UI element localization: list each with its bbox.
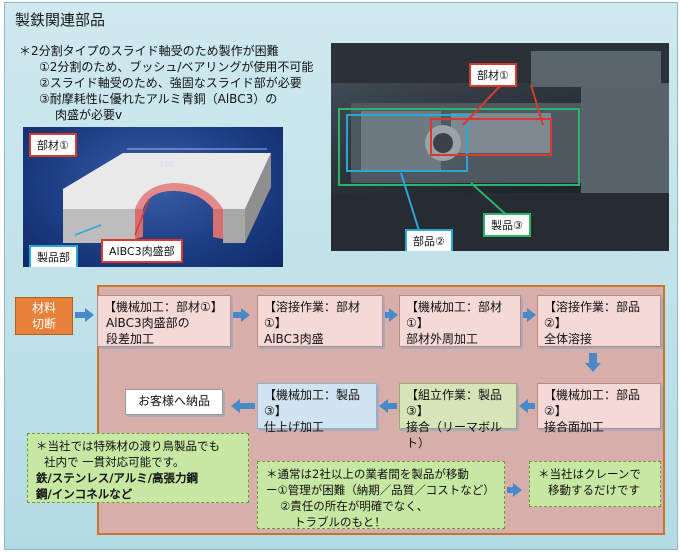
photo-tag-product3: 製品③ xyxy=(483,213,531,237)
arrow-icon xyxy=(527,308,536,322)
step-box: 【組立作業：製品③】 接合（リーマボルト） xyxy=(399,383,517,450)
cad-image: 700 部材① 製品部 AlBC3肉盛部 xyxy=(23,127,283,267)
tag-product: 製品部 xyxy=(29,245,78,267)
step-box: 【機械加工：部材①】 部材外周加工 xyxy=(399,295,521,347)
tag-overlay: AlBC3肉盛部 xyxy=(101,239,183,263)
machine-illustration xyxy=(331,43,669,251)
page-title: 製鉄関連部品 xyxy=(15,11,106,29)
intro-line: ＊2分割タイプのスライド軸受のため製作が困難 xyxy=(19,44,279,58)
machine-photo: 部材① 部品② 製品③ xyxy=(331,43,669,251)
note-crane: ＊当社はクレーンで 移動するだけです xyxy=(529,461,661,507)
arrow-icon xyxy=(241,308,250,322)
photo-tag-part1: 部材① xyxy=(469,63,517,87)
step-box: 【機械加工：部材①】 AlBC3肉盛部の 段差加工 xyxy=(97,295,231,347)
step-box: 【溶接作業：部材①】 AlBC3肉盛 xyxy=(257,295,383,347)
step-box: 【機械加工：製品③】 仕上げ加工 xyxy=(257,383,377,434)
arrow-left-icon xyxy=(231,399,240,413)
intro-line: ①2分割のため、ブッシュ/ベアリングが使用不可能 xyxy=(39,60,314,74)
intro-line: ②スライド軸受のため、強固なスライド部が必要 xyxy=(39,76,302,90)
intro-line: 肉盛が必要v xyxy=(55,108,123,122)
step-box: 【溶接作業：部品②】 全体溶接 xyxy=(537,295,661,347)
arrow-left-icon xyxy=(379,399,388,413)
cad-part-illustration: 700 xyxy=(63,148,271,243)
photo-tag-part2: 部品② xyxy=(405,229,453,251)
tag-part1: 部材① xyxy=(29,133,77,157)
arrow-icon xyxy=(85,308,94,322)
arrow-icon xyxy=(389,308,398,322)
cad-dimension: 700 xyxy=(159,160,174,169)
material-cut-box: 材料 切断 xyxy=(15,297,73,335)
step-box: 【機械加工：部品②】 接合面加工 xyxy=(537,383,661,434)
intro-line: ③耐摩耗性に優れたアルミ青銅（AlBC3）の xyxy=(39,92,278,106)
arrow-icon xyxy=(513,483,522,497)
arrow-left-icon xyxy=(519,399,528,413)
intro-text: ＊2分割タイプのスライド軸受のため製作が困難 ①2分割のため、ブッシュ/ベアリン… xyxy=(19,43,313,123)
slide: 製鉄関連部品 ＊2分割タイプのスライド軸受のため製作が困難 ①2分割のため、ブッ… xyxy=(4,2,678,550)
delivery-box: お客様へ納品 xyxy=(125,389,223,415)
note-usual: ＊通常は2社以上の業者間を製品が移動 ー①管理が困難（納期／品質／コストなど） … xyxy=(257,461,505,529)
note-inhouse: ＊当社では特殊材の渡り鳥製品でも 社内で 一貫対応可能です。 鉄/ステンレス/ア… xyxy=(27,433,249,503)
arrow-down-icon xyxy=(585,363,601,372)
